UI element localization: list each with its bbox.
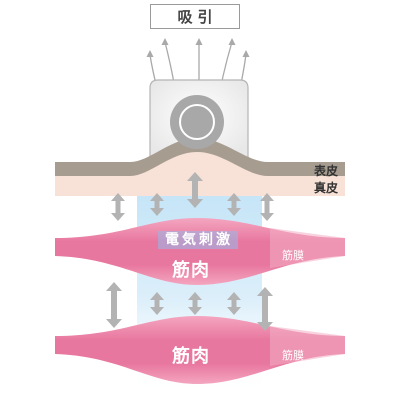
electrical-stimulation-label: 電気刺激 xyxy=(158,231,238,249)
double-arrow-icon xyxy=(188,292,202,315)
fascia-top-label: 筋膜 xyxy=(282,249,304,262)
double-arrow-icon xyxy=(106,282,122,328)
arrow-up-icon xyxy=(146,50,154,57)
arrow-up-icon xyxy=(228,38,236,45)
epidermis-label: 表皮 xyxy=(314,164,339,178)
arrow-up-icon xyxy=(242,50,250,57)
fascia-top xyxy=(270,228,345,268)
double-arrow-icon xyxy=(187,172,203,208)
muscle-bottom-label: 筋肉 xyxy=(172,346,210,367)
double-arrow-icon xyxy=(257,287,273,331)
double-arrow-icon xyxy=(111,193,125,221)
dermis-layer xyxy=(55,150,345,196)
epidermis-layer xyxy=(55,138,345,176)
skin-bulge-highlight xyxy=(179,104,215,140)
skin-bulge xyxy=(170,95,224,149)
muscle-top-label: 筋肉 xyxy=(172,260,210,281)
suction-text: 吸引 xyxy=(177,8,218,26)
double-arrow-icon xyxy=(150,292,164,315)
double-arrow-icon xyxy=(227,193,241,216)
dermis-label: 真皮 xyxy=(314,181,339,195)
layer-arrows xyxy=(106,172,274,331)
double-arrow-icon xyxy=(227,292,241,315)
arrow-up-icon xyxy=(161,38,169,45)
double-arrow-icon xyxy=(260,193,274,221)
double-arrow-icon xyxy=(150,193,164,216)
suction-label: 吸引 xyxy=(150,4,240,29)
arrow-up-icon xyxy=(195,38,203,45)
fascia-bottom xyxy=(270,326,345,366)
fascia-bottom-label: 筋膜 xyxy=(282,349,304,362)
